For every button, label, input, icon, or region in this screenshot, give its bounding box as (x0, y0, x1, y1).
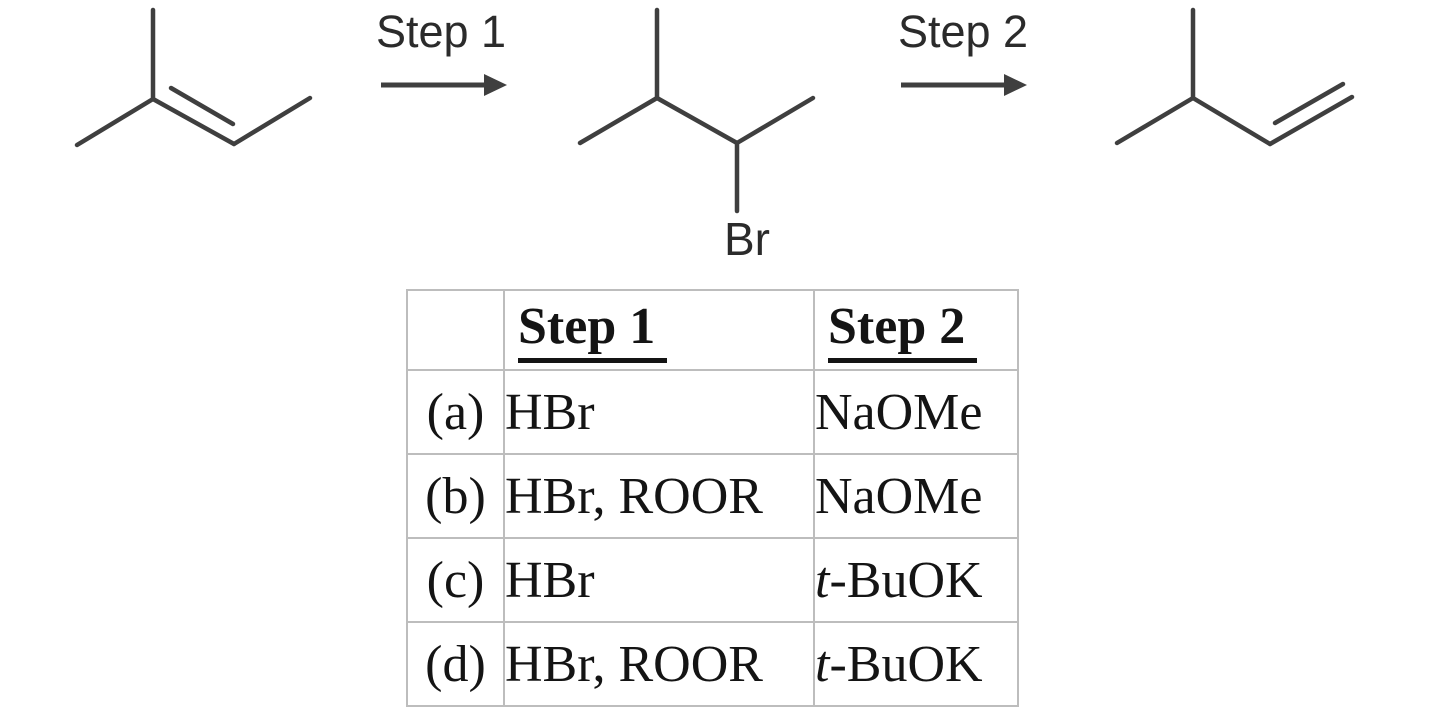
step1-column-header: Step 1 (503, 289, 815, 371)
bond (74, 96, 156, 148)
reaction-scheme: Step 1 Br Step 2 (74, 6, 1355, 265)
bond (1190, 95, 1273, 147)
reactant-alkene-structure (74, 7, 313, 148)
step2-arrow-label: Step 2 (898, 6, 1028, 57)
table-row-option-a: (a) HBr NaOMe (406, 369, 1019, 455)
table-row-option-d: (d) HBr, ROOR t-BuOK (406, 621, 1019, 707)
arrowhead-icon (484, 74, 507, 96)
double-bond-inner-line (1272, 81, 1346, 126)
product-terminal-alkene-structure (1114, 7, 1355, 147)
bond (150, 96, 237, 147)
step2-reagent-cell: t-BuOK (813, 621, 1019, 707)
bond (654, 95, 740, 146)
italic-prefix: t (815, 551, 830, 609)
step1-header-label: Step 1 (518, 297, 668, 363)
reagent-options-table: Step 1 Step 2 (a) HBr NaOMe (b) HBr, ROO… (406, 289, 1019, 707)
bromine-atom-label: Br (724, 213, 770, 265)
empty-header-cell (406, 289, 505, 371)
reagent-text: -BuOK (829, 635, 983, 693)
arrowhead-icon (1004, 74, 1027, 96)
table-row-option-c: (c) HBr t-BuOK (406, 537, 1019, 623)
bond (577, 95, 660, 146)
double-bond-inner-line (168, 85, 236, 127)
option-label: (b) (406, 453, 505, 539)
italic-prefix: t (815, 635, 830, 693)
step2-reaction-arrow: Step 2 (898, 6, 1028, 96)
option-label: (a) (406, 369, 505, 455)
intermediate-alkyl-bromide-structure: Br (577, 7, 816, 265)
step1-reaction-arrow: Step 1 (376, 6, 507, 96)
bond (1114, 95, 1196, 146)
bond (1267, 94, 1355, 147)
reagent-text: NaOMe (815, 467, 983, 525)
step1-reagent-cell: HBr (503, 369, 815, 455)
step2-reagent-cell: NaOMe (813, 453, 1019, 539)
step1-reagent-cell: HBr, ROOR (503, 453, 815, 539)
bond (734, 95, 816, 146)
step2-reagent-cell: t-BuOK (813, 537, 1019, 623)
reagent-text: -BuOK (829, 551, 983, 609)
step2-header-label: Step 2 (828, 297, 978, 363)
bond (231, 95, 313, 147)
step2-reagent-cell: NaOMe (813, 369, 1019, 455)
step1-arrow-label: Step 1 (376, 6, 506, 57)
table-row-option-b: (b) HBr, ROOR NaOMe (406, 453, 1019, 539)
step1-reagent-cell: HBr, ROOR (503, 621, 815, 707)
option-label: (d) (406, 621, 505, 707)
option-label: (c) (406, 537, 505, 623)
table-header-row: Step 1 Step 2 (406, 289, 1019, 371)
reagent-text: NaOMe (815, 383, 983, 441)
step2-column-header: Step 2 (813, 289, 1019, 371)
step1-reagent-cell: HBr (503, 537, 815, 623)
